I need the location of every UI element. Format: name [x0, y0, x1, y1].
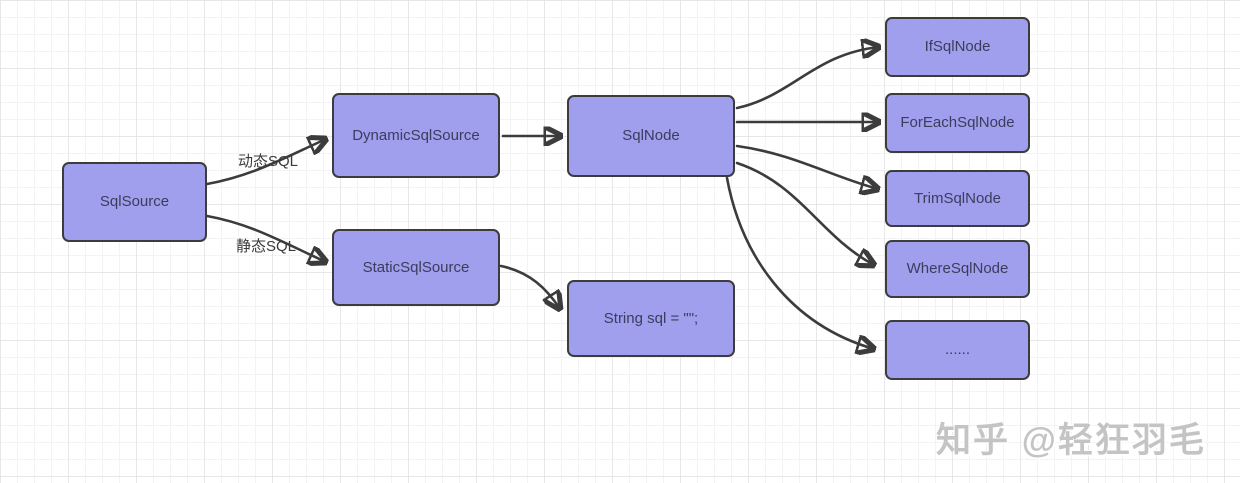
- arrow-sqlnode-to-ifsqlnode: [735, 47, 879, 110]
- edge-label-dynamic-sql: 动态SQL: [238, 153, 299, 170]
- node-foreachsqlnode: ForEachSqlNode: [885, 93, 1030, 153]
- arrow-sqlnode-to-wheresqlnode: [735, 161, 874, 265]
- arrow-staticsqlsource-to-stringsql: [499, 264, 560, 309]
- watermark-text: 知乎 @轻狂羽毛: [936, 421, 1206, 460]
- node-sqlsource: SqlSource: [62, 162, 207, 242]
- arrow-sqlnode-to-trimsqlnode: [735, 144, 878, 189]
- node-others: ......: [885, 320, 1030, 380]
- edge-label-static-sql: 静态SQL: [236, 238, 297, 255]
- node-ifsqlnode: IfSqlNode: [885, 17, 1030, 77]
- node-staticsqlsource: StaticSqlSource: [332, 229, 500, 306]
- node-string-sql: String sql = "";: [567, 280, 735, 357]
- node-dynamicsqlsource: DynamicSqlSource: [332, 93, 500, 178]
- arrow-sqlnode-to-others: [725, 176, 874, 349]
- node-sqlnode: SqlNode: [567, 95, 735, 177]
- node-trimsqlnode: TrimSqlNode: [885, 170, 1030, 227]
- node-wheresqlnode: WhereSqlNode: [885, 240, 1030, 298]
